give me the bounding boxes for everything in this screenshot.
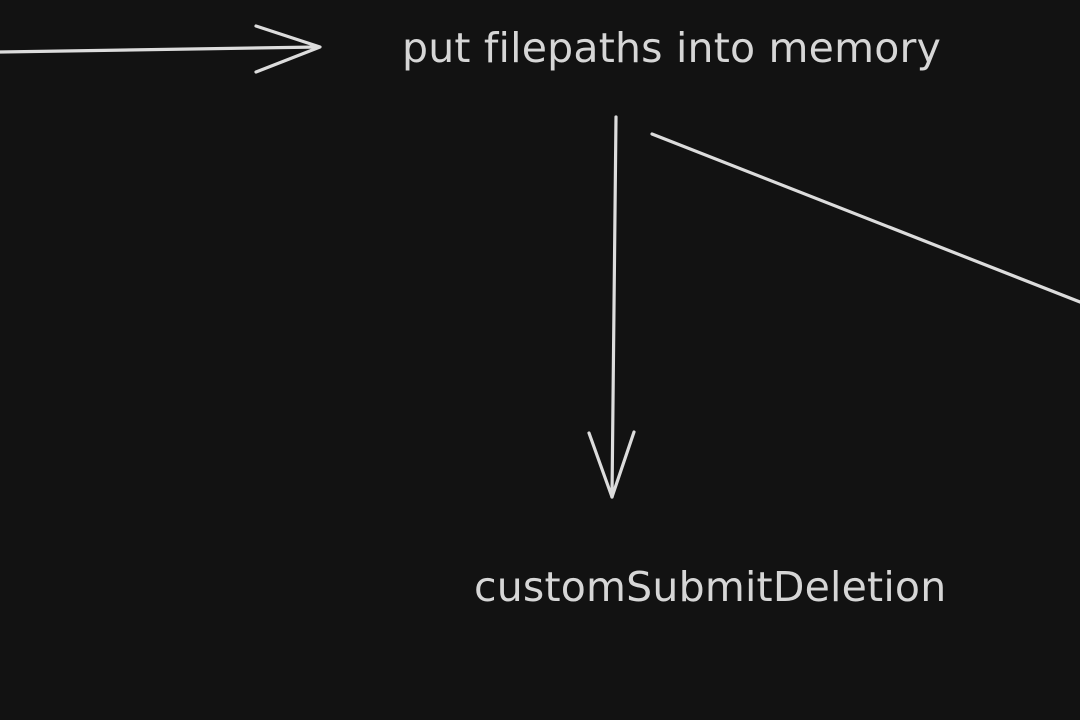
arrow-incoming-left [0,24,322,74]
arrow-head [254,24,322,74]
arrow-head [587,430,636,499]
arrow-shaft [610,115,618,499]
connector-diagonal-right [650,132,1080,304]
arrow-down-to-custom-submit-deletion [587,115,636,499]
arrow-shaft [0,45,320,54]
node-custom-submit-deletion: customSubmitDeletion [474,563,947,611]
node-put-filepaths-into-memory: put filepaths into memory [402,24,942,72]
